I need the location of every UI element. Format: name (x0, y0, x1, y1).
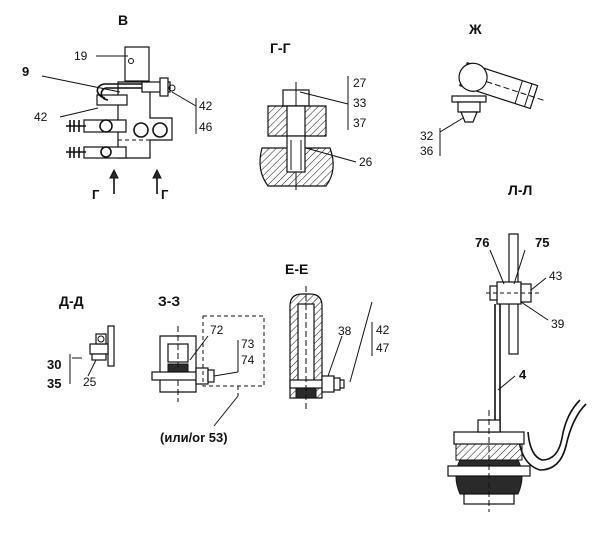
view-ee: Е-Е 38 42 47 (285, 261, 390, 410)
callout-42-right: 42 (199, 99, 213, 113)
callout-19: 19 (74, 49, 88, 63)
view-ee-title: Е-Е (285, 261, 308, 277)
bracket-body (117, 81, 173, 159)
callout-46: 46 (199, 120, 213, 134)
view-v: В Г Г 19 (22, 12, 213, 202)
view-dd: Д-Д 30 35 25 (47, 293, 115, 391)
callout-25: 25 (83, 375, 97, 389)
callout-75: 75 (535, 235, 549, 250)
callout-73: 73 (241, 337, 255, 351)
view-zh: Ж 32 36 (420, 21, 546, 158)
callout-27: 27 (353, 76, 367, 90)
callout-37: 37 (353, 116, 367, 130)
view-zz: З-З 72 73 74 (или/or 53) (151, 293, 265, 445)
callout-72: 72 (210, 323, 224, 337)
view-v-title: В (118, 12, 128, 28)
callout-36: 36 (420, 144, 434, 158)
callout-30: 30 (47, 357, 61, 372)
callout-38: 38 (338, 324, 352, 338)
callout-76: 76 (475, 235, 489, 250)
callout-74: 74 (241, 353, 255, 367)
view-dd-title: Д-Д (59, 293, 84, 309)
view-zz-title: З-З (158, 293, 180, 309)
hose-4 (470, 304, 496, 437)
view-ll: Л-Л 76 75 43 39 4 (447, 182, 587, 512)
callout-9: 9 (22, 64, 29, 79)
callout-32: 32 (420, 129, 434, 143)
view-gg-title: Г-Г (270, 40, 291, 56)
view-gg: Г-Г 27 33 37 26 (259, 40, 373, 190)
callout-26: 26 (359, 155, 373, 169)
callout-35: 35 (47, 376, 61, 391)
callout-33: 33 (353, 96, 367, 110)
section-mark-left: Г (92, 187, 100, 202)
section-mark-right: Г (161, 187, 169, 202)
callout-42-ee: 42 (376, 323, 390, 337)
plate-19 (124, 46, 150, 82)
callout-42-left: 42 (34, 110, 48, 124)
callout-47: 47 (376, 341, 390, 355)
callout-39: 39 (551, 317, 565, 331)
callout-4: 4 (519, 367, 527, 382)
callout-43: 43 (549, 269, 563, 283)
alt-part-note: (или/or 53) (160, 430, 228, 445)
view-zh-title: Ж (468, 21, 482, 37)
view-ll-title: Л-Л (508, 182, 532, 198)
